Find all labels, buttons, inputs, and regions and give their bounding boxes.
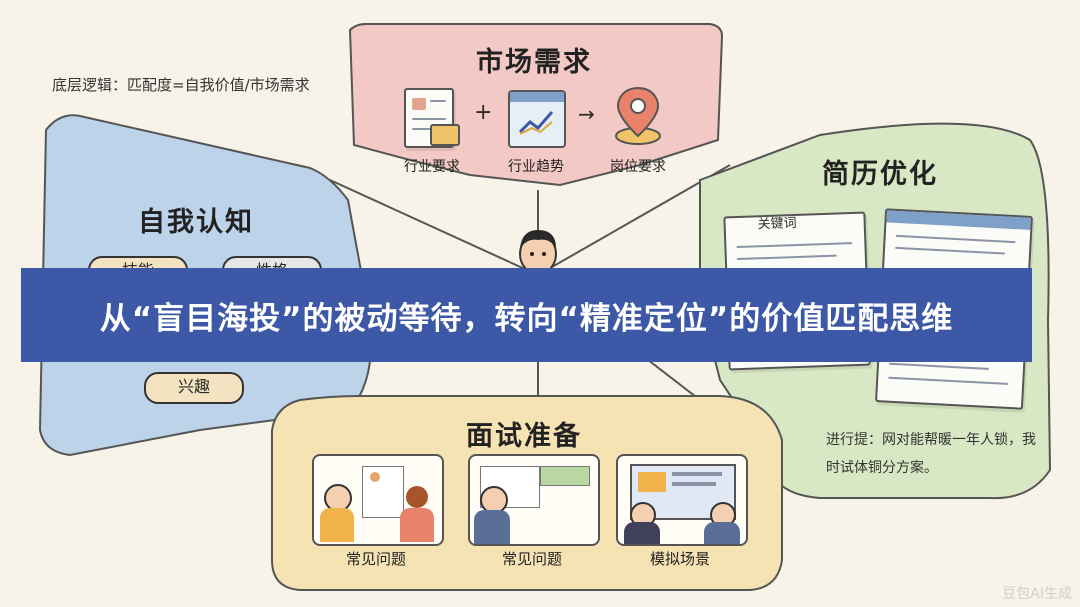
plus-icon: + (474, 100, 493, 125)
headline-banner: 从“盲目海投”的被动等待，转向“精准定位”的价值匹配思维 (21, 268, 1032, 362)
self-pill-interest: 兴趣 (144, 372, 244, 404)
keyword-label: 关键词 (757, 215, 797, 233)
document-icon (404, 88, 460, 148)
interview-item-label: 常见问题 (501, 550, 562, 568)
market-panel-title: 市场需求 (476, 47, 592, 78)
interview-item-label: 模拟场景 (649, 550, 710, 568)
interview-panel-title: 面试准备 (466, 421, 582, 452)
top-note: 底层逻辑：匹配度=自我价值/市场需求 (52, 76, 310, 94)
interview-scene-card (312, 454, 444, 546)
self-panel-title: 自我认知 (138, 207, 254, 238)
interview-scene-card (616, 454, 748, 546)
market-item-label: 岗位要求 (610, 159, 666, 175)
market-item-label: 行业要求 (404, 159, 460, 175)
resume-panel-title: 简历优化 (822, 159, 938, 190)
resume-tip: 进行提：网对能帮暖一年人锁，我时试体铜分方案。 (826, 432, 1036, 476)
arrow-right-icon: → (578, 102, 595, 126)
watermark: 豆包AI生成 (1002, 586, 1072, 602)
market-item-label: 行业趋势 (508, 159, 564, 175)
location-pin-icon (612, 84, 664, 152)
interview-item-label: 常见问题 (345, 550, 406, 568)
interview-scene-card (468, 454, 600, 546)
trend-chart-icon (508, 90, 566, 148)
person-avatar (508, 224, 568, 278)
